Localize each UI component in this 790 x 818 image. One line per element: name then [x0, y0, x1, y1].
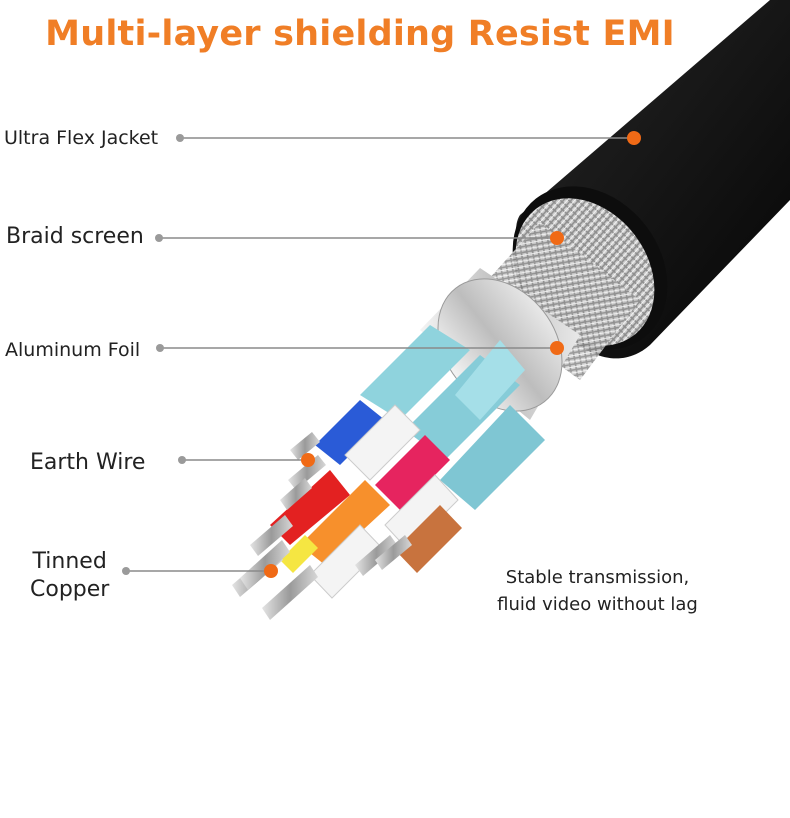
page-title: Multi-layer shielding Resist EMI — [45, 14, 675, 54]
label-ultra-flex-jacket: Ultra Flex Jacket — [4, 127, 159, 149]
copper-strands — [232, 432, 412, 620]
jacket-marker — [627, 131, 641, 145]
braid-marker — [550, 231, 564, 245]
label-tinned-copper-line2: Copper — [30, 576, 110, 602]
leader-start-dots — [122, 134, 186, 575]
label-braid-screen: Braid screen — [6, 224, 144, 249]
braid-layer — [470, 198, 655, 380]
copper-marker — [264, 564, 278, 578]
tagline-line2: fluid video without lag — [497, 594, 698, 615]
tagline-line1: Stable transmission, — [505, 567, 690, 588]
colored-conductors — [270, 400, 462, 599]
label-tinned-copper: Tinned Copper — [30, 548, 109, 603]
layer-markers — [264, 131, 641, 578]
leader-lines — [126, 137, 634, 572]
label-earth-wire: Earth Wire — [30, 450, 146, 475]
tagline: Stable transmission, fluid video without… — [470, 564, 725, 618]
label-aluminum-foil: Aluminum Foil — [5, 339, 141, 361]
earth-wire-marker — [301, 453, 315, 467]
foil-marker — [550, 341, 564, 355]
label-tinned-copper-line1: Tinned — [32, 549, 107, 574]
